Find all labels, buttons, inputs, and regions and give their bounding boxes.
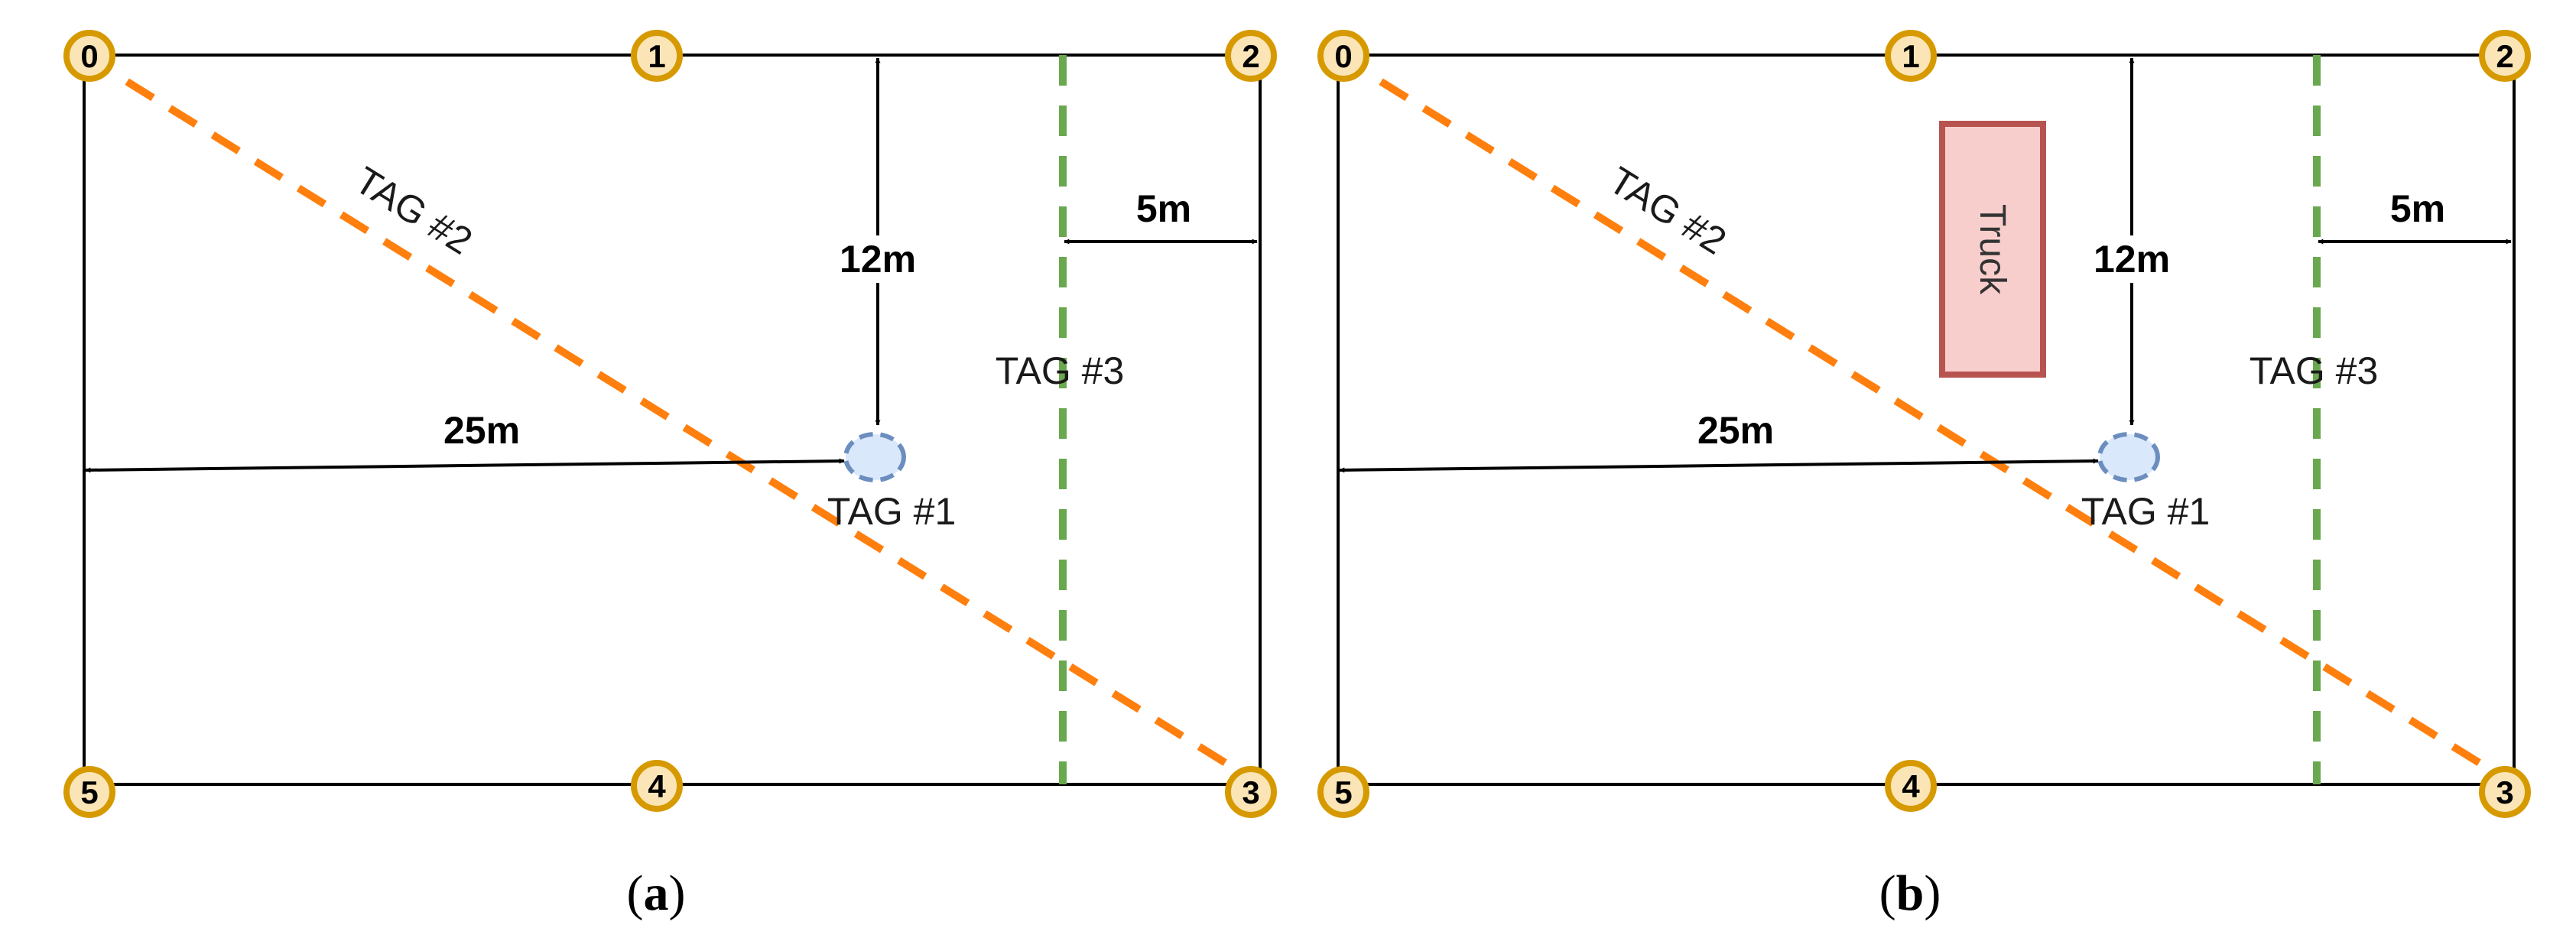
panel-b-caption: (b) [1879,865,1941,921]
tag1-marker [2097,432,2160,482]
anchor-3: 3 [2479,766,2531,818]
svg-text:2: 2 [2496,38,2513,74]
anchor-2: 2 [1225,30,1277,82]
tag1-label: TAG #1 [827,490,957,533]
svg-text:2: 2 [1242,38,1259,74]
anchor-4: 4 [631,760,683,812]
tag3-label: TAG #3 [2250,349,2379,392]
anchor-0: 0 [63,30,115,82]
svg-text:4: 4 [648,768,666,804]
dimension-vertical-label: 12m [840,238,916,281]
tag2-label: TAG #2 [1602,158,1734,262]
svg-text:1: 1 [1902,38,1919,74]
truck-label: Truck [1972,204,2012,295]
truck-obstacle: Truck [1939,121,2046,378]
dimension-horizontal-label: 25m [1697,409,1774,452]
anchor-1: 1 [1885,30,1937,82]
dimension-vertical-label: 12m [2094,238,2170,281]
panel-a-caption: (a) [627,865,686,921]
anchor-3: 3 [1225,766,1277,818]
panel-a: 12m 25m 5m TAG #1 TAG #2 TAG #3 0 1 2 3 … [63,30,1277,921]
svg-text:1: 1 [648,38,665,74]
dimension-horizontal-arrow [1339,458,2099,473]
anchor-5: 5 [63,766,115,818]
svg-text:0: 0 [1334,38,1352,74]
dimension-horizontal-arrow [85,458,845,473]
anchor-0: 0 [1317,30,1369,82]
dimension-right-label: 5m [2390,187,2445,230]
anchor-4: 4 [1885,760,1937,812]
tag2-path [1336,51,2516,788]
svg-text:5: 5 [1334,774,1352,810]
svg-text:5: 5 [80,774,98,810]
svg-text:0: 0 [80,38,98,74]
anchor-2: 2 [2479,30,2531,82]
tag1-label: TAG #1 [2081,490,2211,533]
svg-text:4: 4 [1902,768,1920,804]
tag2-label: TAG #2 [348,158,480,262]
dimension-horizontal-label: 25m [443,409,520,452]
svg-text:3: 3 [2496,774,2513,810]
dimension-right-label: 5m [1136,187,1191,230]
svg-text:3: 3 [1242,774,1259,810]
tag3-label: TAG #3 [996,349,1125,392]
tag2-path [82,51,1262,788]
tag1-marker [843,432,906,482]
anchor-5: 5 [1317,766,1369,818]
anchor-1: 1 [631,30,683,82]
panel-b: Truck 12m 25m 5m TAG #1 TAG #2 TAG #3 0 … [1317,30,2531,921]
